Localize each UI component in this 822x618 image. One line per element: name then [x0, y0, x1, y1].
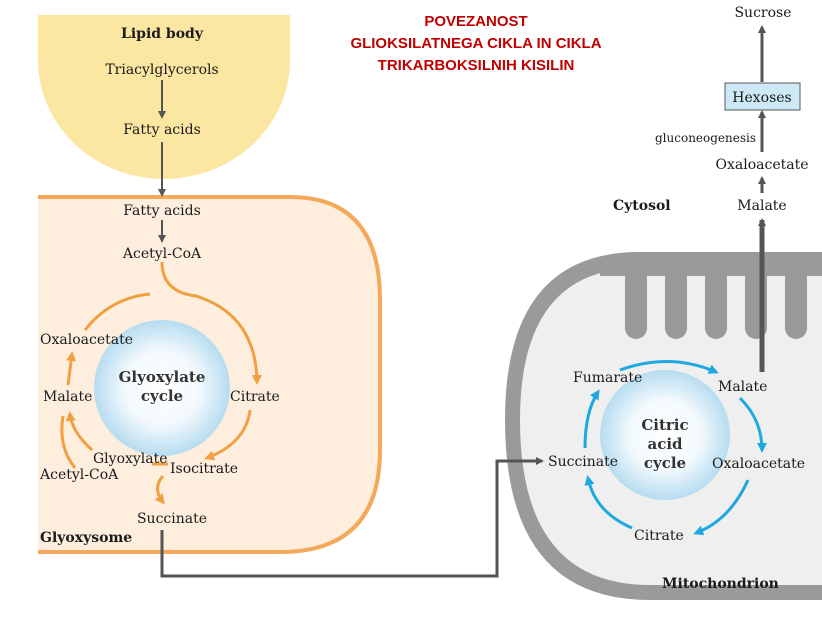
arrow-acetyl-coa2-to-malate	[60, 415, 77, 469]
glyoxylate-label: Glyoxylate	[93, 451, 168, 467]
glyoxysome-fatty-acids-label: Fatty acids	[123, 203, 201, 219]
gluconeogenesis-label: gluconeogenesis	[655, 131, 756, 145]
glyoxysome-acetyl-coa-2-label: Acetyl-CoA	[39, 467, 119, 483]
cytosol-label: Cytosol	[613, 198, 671, 214]
connector-glyoxysome-to-mitochondrion	[160, 457, 544, 578]
mito-malate-label: Malate	[718, 379, 767, 395]
glyoxysome-malate-label: Malate	[43, 389, 92, 405]
citric-acid-cycle-label-2: acid	[647, 435, 683, 453]
arrow-acetyl-coa-to-citrate	[160, 261, 262, 385]
sucrose-label: Sucrose	[734, 5, 791, 21]
arrow-fumarate-to-malate	[619, 359, 719, 374]
glyoxysome-acetyl-coa-label: Acetyl-CoA	[122, 246, 202, 262]
mito-succinate-label: Succinate	[548, 454, 618, 470]
arrow-succinate-to-fumarate	[583, 389, 600, 449]
mitochondrion-label: Mitochondrion	[662, 576, 779, 592]
glyoxylate-cycle-label-2: cycle	[141, 387, 183, 405]
arrow-citrate-to-succinate	[584, 475, 633, 530]
mitochondrion-cristae	[600, 265, 822, 339]
glyoxylate-cycle-label-1: Glyoxylate	[119, 368, 206, 386]
title-line-2: GLIOKSILATNEGA CIKLA IN CIKLA	[350, 35, 601, 52]
glyoxysome-succinate-label: Succinate	[137, 511, 207, 527]
lipid-body-shape	[38, 15, 290, 179]
glyoxysome-label: Glyoxysome	[40, 530, 132, 546]
arrow-oxaloacetate-to-citrate	[693, 479, 750, 536]
arrow-oxaloacetate-to-cycle	[83, 292, 151, 331]
triacylglycerols-label: Triacylglycerols	[105, 62, 218, 78]
hexoses-label: Hexoses	[732, 90, 791, 106]
isocitrate-label: Isocitrate	[170, 461, 238, 477]
title-line-3: TRIKARBOKSILNIH KISILIN	[378, 57, 575, 74]
lipid-body-label: Lipid body	[121, 26, 204, 42]
cytosol-oxaloacetate-label: Oxaloacetate	[716, 157, 809, 173]
title-line-1: POVEZANOST	[424, 13, 527, 30]
fumarate-label: Fumarate	[573, 370, 642, 386]
lipid-fatty-acids-label: Fatty acids	[123, 122, 201, 138]
mito-oxaloacetate-label: Oxaloacetate	[712, 456, 805, 472]
arrow-malate-to-oxaloacetate	[66, 351, 77, 386]
arrow-malate-to-oxaloacetate-mito	[738, 396, 767, 453]
glyoxylate-cycle-center	[94, 320, 230, 456]
glyoxysome-citrate-label: Citrate	[230, 389, 280, 405]
mito-citrate-label: Citrate	[634, 528, 684, 544]
cytosol-malate-label: Malate	[737, 198, 786, 214]
citric-acid-cycle-label-1: Citric	[641, 416, 688, 434]
citric-acid-cycle-label-3: cycle	[644, 454, 686, 472]
arrow-isocitrate-to-succinate	[154, 474, 165, 505]
citric-acid-cycle-center	[600, 370, 730, 500]
arrow-citrate-to-isocitrate	[204, 409, 252, 461]
arrow-glyoxylate-to-malate	[65, 411, 94, 452]
hexoses-box	[724, 82, 801, 111]
glyoxysome-oxaloacetate-label: Oxaloacetate	[40, 332, 133, 348]
